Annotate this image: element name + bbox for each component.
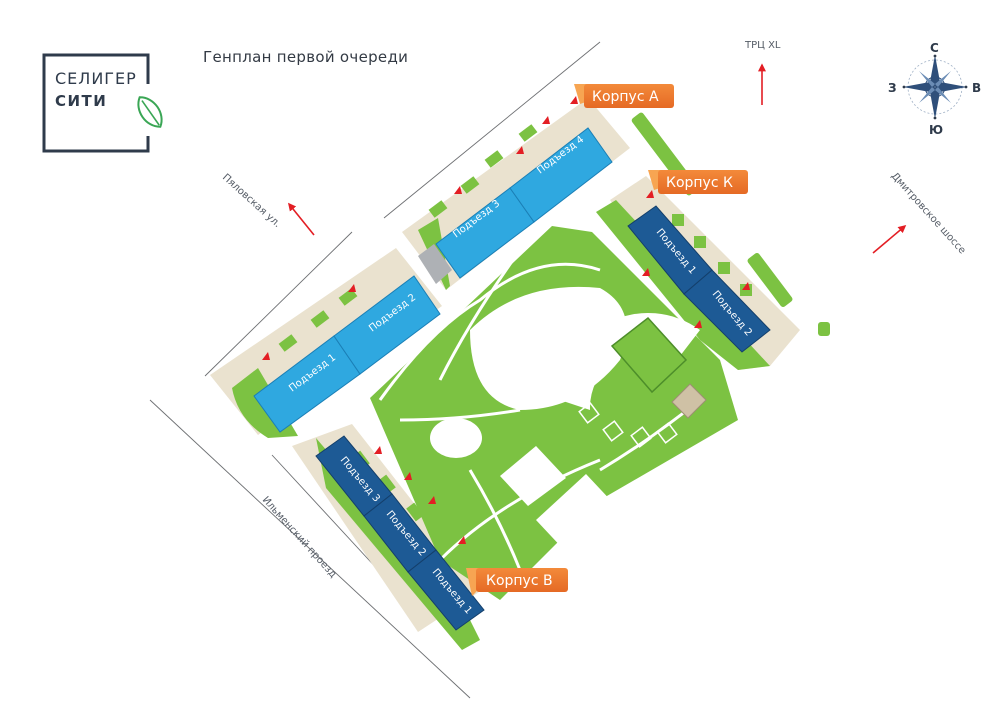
sports-field [610, 316, 688, 394]
entrance-arrows [262, 96, 750, 544]
building-v[interactable]: Подъезд 3 Подъезд 2 Подъезд 1 [315, 435, 485, 631]
tag-building-k-label: Корпус К [666, 175, 733, 191]
tag-building-v[interactable]: Корпус В [466, 568, 568, 596]
road-label-dmitrovskoe: Дмитровское шоссе [889, 171, 968, 257]
annex-block [418, 244, 452, 284]
logo-line2: CИТИ [55, 92, 107, 110]
tag-building-k[interactable]: Корпус К [648, 170, 748, 194]
logo-line1: СЕЛИГЕР [55, 69, 137, 88]
road-label-pyalovskaya: Пяловская ул. [220, 172, 283, 230]
compass-west-label: З [888, 81, 897, 95]
arrow-west [287, 202, 315, 236]
courtyard-features [378, 244, 707, 571]
compass-south-label: Ю [929, 123, 943, 137]
road-label-trc: ТРЦ XL [744, 40, 781, 51]
compass-east-label: В [972, 81, 981, 95]
arrow-east [872, 224, 907, 254]
leaf-icon [137, 96, 163, 128]
tag-building-a[interactable]: Корпус А [574, 84, 674, 108]
compass-rose-icon [902, 54, 968, 120]
road-label-ilmensky: Ильменский проезд [260, 495, 339, 581]
logo: СЕЛИГЕР CИТИ [42, 53, 170, 153]
tag-building-a-label: Корпус А [592, 89, 659, 105]
pavilion [671, 383, 707, 419]
page-title: Генплан первой очереди [203, 48, 409, 66]
compass-north-label: С [930, 41, 939, 55]
road-edges [149, 41, 601, 699]
tag-building-v-label: Корпус В [486, 573, 553, 589]
